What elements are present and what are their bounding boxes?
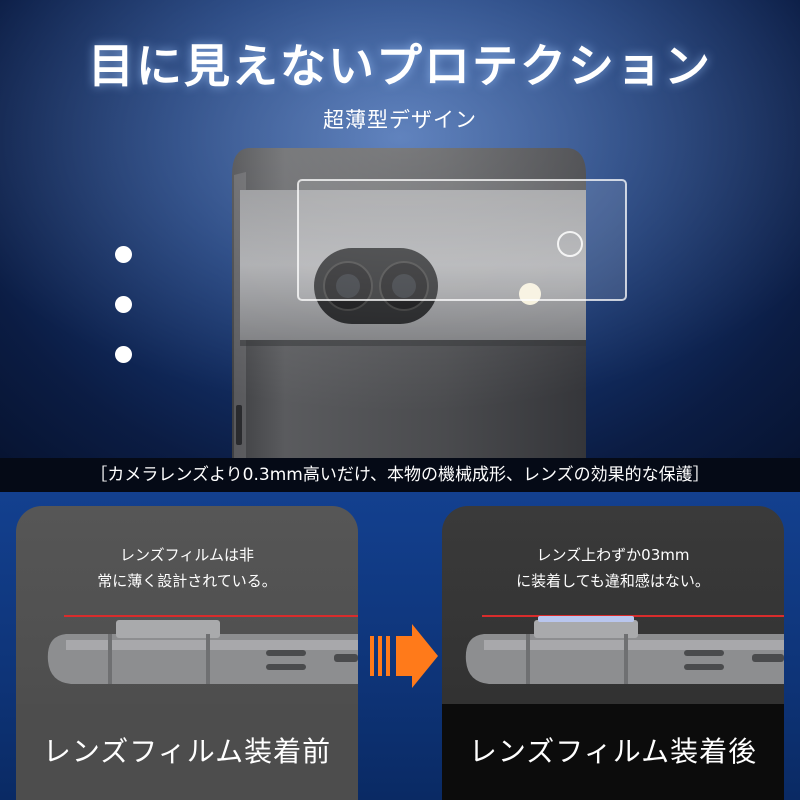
pagination-dot[interactable] <box>115 246 132 263</box>
before-description: レンズフィルムは非 常に薄く設計されている。 <box>16 542 358 594</box>
before-text-line: 常に薄く設計されている。 <box>97 572 277 590</box>
after-text-line: に装着しても違和感はない。 <box>516 572 710 590</box>
before-panel: レンズフィルムは非 常に薄く設計されている。 レンズフィルム装着前 <box>16 506 358 800</box>
after-phone-side-view <box>465 615 784 684</box>
caption-bar: ［カメラレンズより0.3mm高いだけ、本物の機械成形、レンズの効果的な保護］ <box>0 458 800 492</box>
comparison-section: レンズフィルムは非 常に薄く設計されている。 レンズフィルム装着前 <box>0 492 800 800</box>
pagination-dot[interactable] <box>115 296 132 313</box>
right-arrow-icon <box>370 624 438 688</box>
after-label: レンズフィルム装着後 <box>442 704 784 800</box>
page-title: 目に見えないプロテクション <box>88 39 712 93</box>
hero-section: 目に見えないプロテクション 超薄型デザイン <box>0 0 800 458</box>
film-layer <box>538 616 634 622</box>
phone-illustration <box>0 0 800 458</box>
before-label: レンズフィルム装着前 <box>16 704 358 800</box>
pagination-dot[interactable] <box>115 346 132 363</box>
after-text-line: レンズ上わずか03mm <box>536 546 690 564</box>
after-panel: レンズ上わずか03mm に装着しても違和感はない。 レンズフィルム装着後 <box>442 506 784 800</box>
after-description: レンズ上わずか03mm に装着しても違和感はない。 <box>442 542 784 594</box>
before-phone-side-view <box>47 615 358 684</box>
before-text-line: レンズフィルムは非 <box>119 546 255 564</box>
page-subtitle: 超薄型デザイン <box>323 108 477 132</box>
